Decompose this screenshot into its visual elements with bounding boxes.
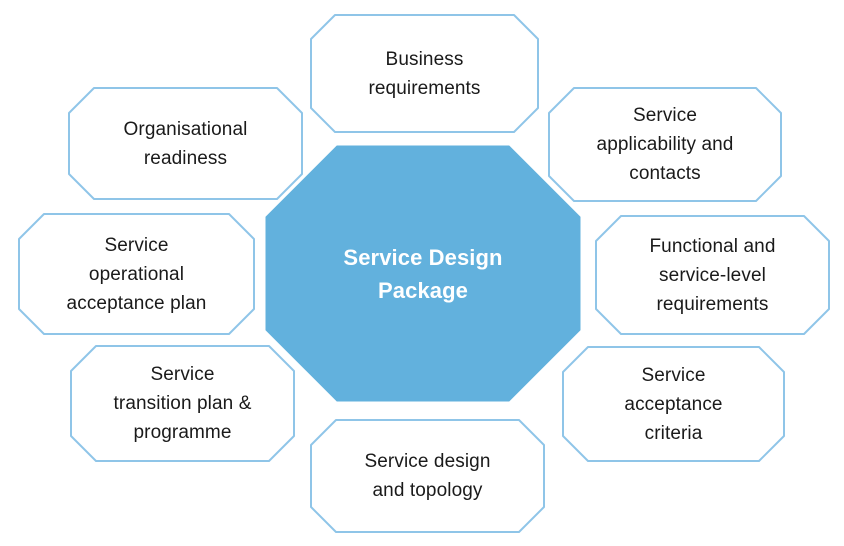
node-service-operational-acceptance-plan: Service operational acceptance plan — [18, 213, 255, 335]
node-label-service-transition-plan-and-programme: Service transition plan & programme — [113, 364, 252, 443]
node-service-acceptance-criteria: Service acceptance criteria — [562, 346, 785, 462]
node-label-service-applicability-and-contacts: Service applicability and contacts — [596, 105, 734, 184]
node-functional-and-service-level-requirements: Functional and service-level requirement… — [595, 215, 830, 335]
node-label-service-design-and-topology: Service design and topology — [364, 451, 491, 501]
node-organisational-readiness: Organisational readiness — [68, 87, 303, 200]
node-label-business-requirements: Business requirements — [368, 48, 481, 99]
node-service-design-package: Service Design Package — [265, 145, 581, 402]
node-service-design-and-topology: Service design and topology — [310, 419, 545, 533]
node-label-service-operational-acceptance-plan: Service operational acceptance plan — [66, 234, 207, 314]
node-label-service-acceptance-criteria: Service acceptance criteria — [624, 364, 723, 444]
node-business-requirements: Business requirements — [310, 14, 539, 133]
node-label-service-design-package: Service Design Package — [343, 244, 503, 303]
node-label-functional-and-service-level-requirements: Functional and service-level requirement… — [649, 235, 776, 315]
node-label-organisational-readiness: Organisational readiness — [123, 118, 248, 169]
node-service-transition-plan-and-programme: Service transition plan & programme — [70, 345, 295, 462]
node-service-applicability-and-contacts: Service applicability and contacts — [548, 87, 782, 202]
